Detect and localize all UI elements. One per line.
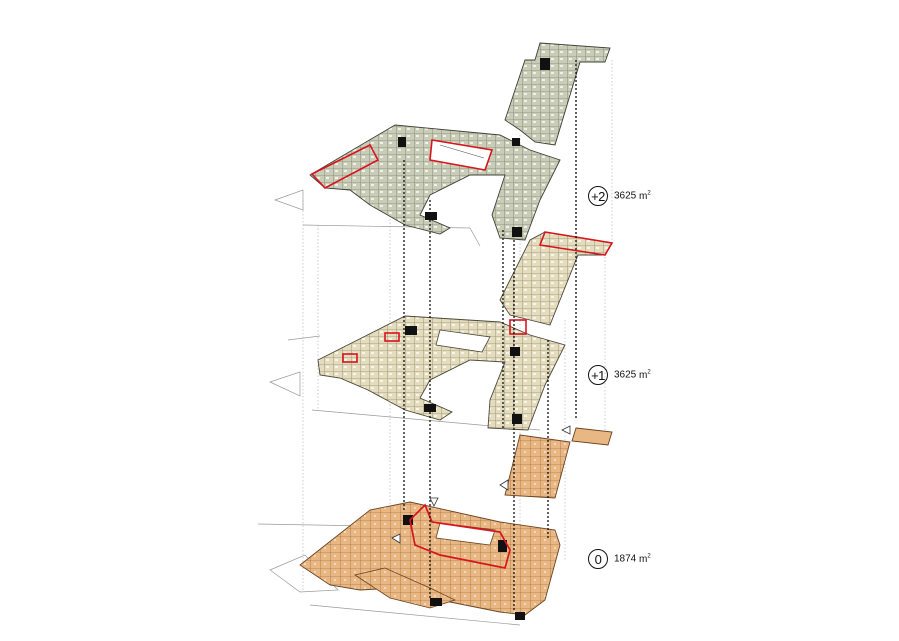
- level-label-plus-1: +1 3625 m2: [588, 365, 651, 385]
- area-value: 3625: [614, 369, 637, 381]
- core-alignment-lines: [403, 60, 577, 610]
- level-area: 1874 m2: [614, 553, 651, 564]
- level-badge: +2: [588, 186, 608, 206]
- level-badge: 0: [588, 549, 608, 569]
- level-label-0: 0 1874 m2: [588, 549, 651, 569]
- level-area: 3625 m2: [614, 190, 651, 201]
- floor-plan-level-plus-1: [317, 231, 614, 431]
- level-area: 3625 m2: [614, 369, 651, 380]
- area-value: 1874: [614, 553, 637, 565]
- area-unit: m2: [639, 190, 651, 202]
- area-unit: m2: [639, 553, 651, 565]
- floor-plan-mezzanine: [499, 425, 613, 499]
- floor-plan-level-plus-2: [309, 42, 611, 241]
- level-badge: +1: [588, 365, 608, 385]
- floor-plan-level-0: [299, 497, 561, 620]
- area-unit: m2: [639, 369, 651, 381]
- area-value: 3625: [614, 190, 637, 202]
- level-label-plus-2: +2 3625 m2: [588, 186, 651, 206]
